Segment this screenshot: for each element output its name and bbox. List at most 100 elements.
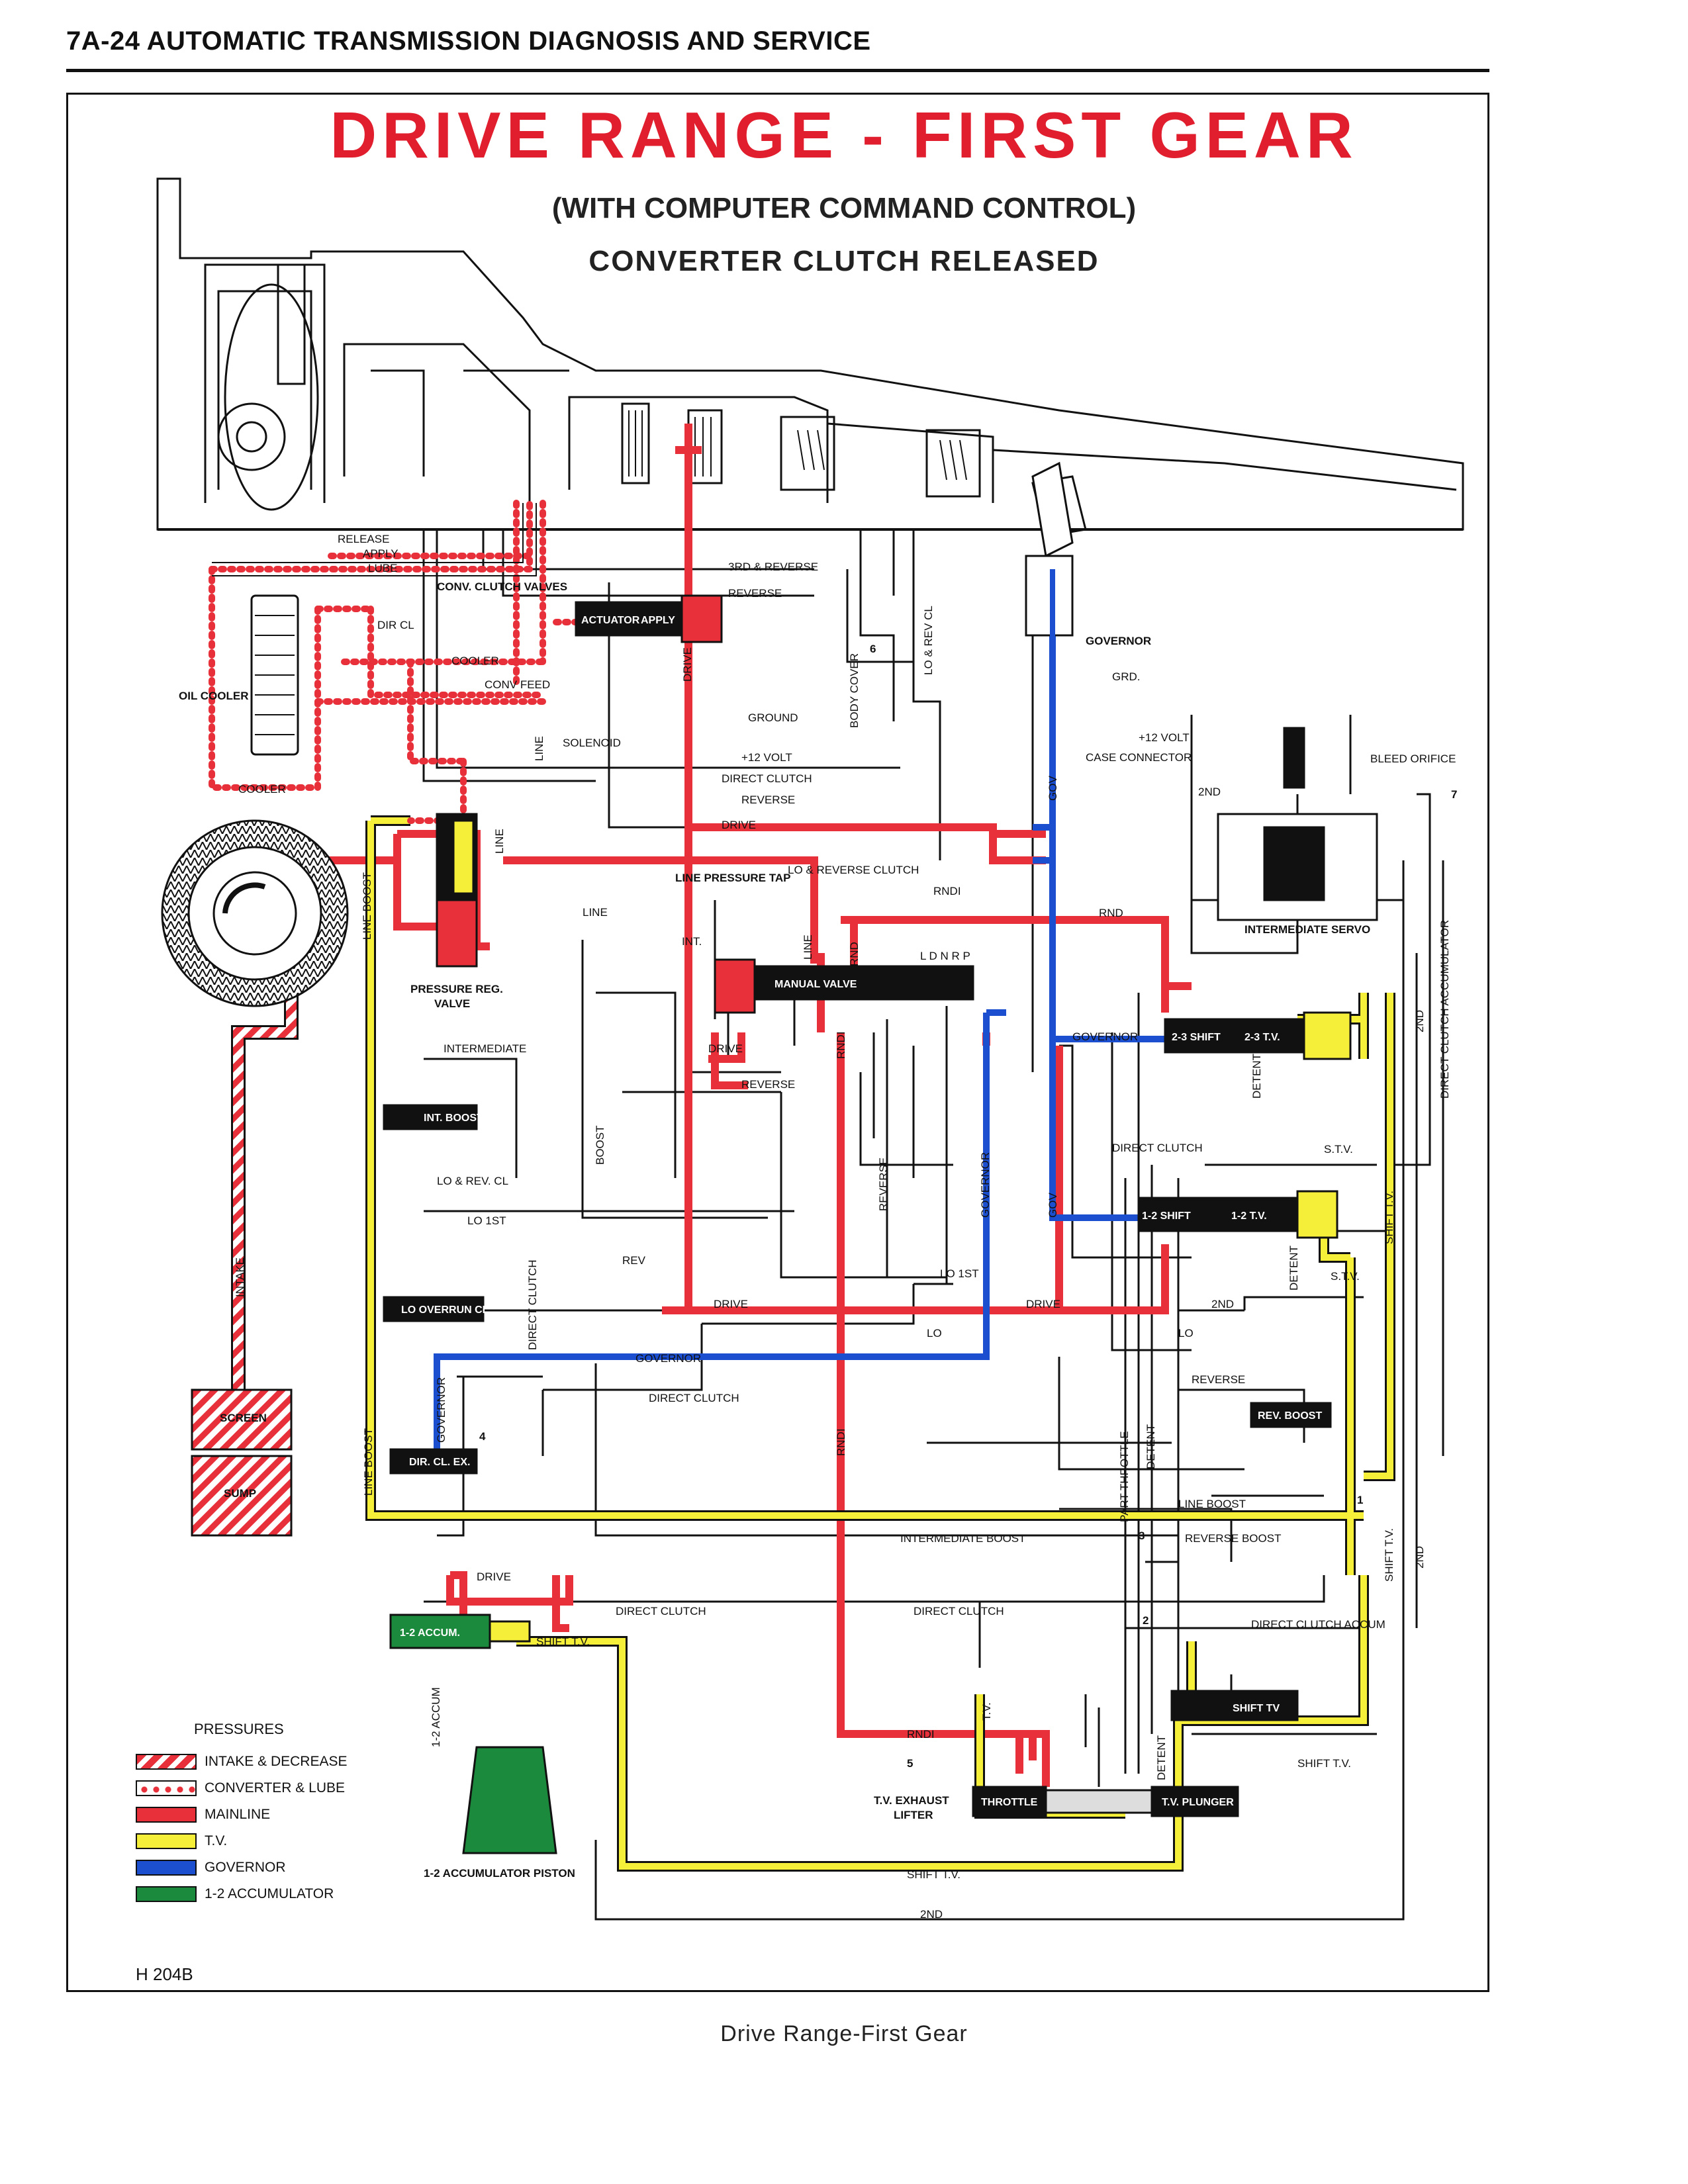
label-shift-tv-valve: SHIFT TV [1233, 1703, 1280, 1714]
legend-swatch-converter [136, 1780, 197, 1796]
label-solenoid: SOLENOID [563, 737, 621, 749]
figure-code: H 204B [136, 1964, 193, 1984]
label-2-3-tv: 2-3 T.V. [1244, 1032, 1280, 1043]
vlabel-gov: GOV [1047, 776, 1059, 801]
label-intermediate-servo: INTERMEDIATE SERVO [1244, 923, 1370, 936]
label-int: INT. [682, 935, 702, 948]
legend-label: T.V. [205, 1833, 228, 1848]
num-2: 2 [1143, 1614, 1149, 1627]
label-reverse-manual: REVERSE [741, 1078, 795, 1091]
vlabel-detent: DETENT [1145, 1424, 1157, 1469]
diagram-subtitle-2: CONVERTER CLUTCH RELEASED [588, 245, 1100, 277]
diagram-numbers: 6 7 1 3 4 2 5 [479, 643, 1457, 1770]
legend-label: CONVERTER & LUBE [205, 1780, 345, 1796]
vlabel-intake: INTAKE [234, 1257, 246, 1297]
label-reverse-top: REVERSE [728, 587, 782, 600]
vlabel-detent-2: DETENT [1250, 1054, 1263, 1099]
vlabel-2nd: 2ND [1413, 1010, 1426, 1032]
label-lifter: LIFTER [894, 1809, 933, 1821]
legend-swatch-tv [136, 1833, 197, 1849]
label-rev: REV [622, 1254, 646, 1267]
label-lo-right: LO [1178, 1327, 1194, 1340]
legend-swatch-intake [136, 1754, 197, 1770]
converter-lube-edges [212, 503, 537, 576]
legend-swatch-governor [136, 1860, 197, 1876]
vlabel-line-2: LINE [493, 829, 506, 854]
label-intermediate-boost: INTERMEDIATE BOOST [900, 1532, 1026, 1545]
label-tv-exhaust: T.V. EXHAUST [874, 1794, 949, 1807]
label-apply: APPLY [641, 615, 675, 626]
label-accumulator-piston: 1-2 ACCUMULATOR PISTON [424, 1867, 575, 1880]
label-line-boost: LINE BOOST [1178, 1498, 1246, 1510]
label-lo-rev-clutch: LO & REVERSE CLUTCH [788, 864, 919, 876]
label-drive-manual: DRIVE [708, 1042, 743, 1055]
label-lo: LO [927, 1327, 942, 1340]
diagram-labels: OIL COOLER CONV. CLUTCH VALVES ACTUATOR … [179, 533, 1456, 1921]
vlabel-drive: DRIVE [681, 647, 694, 682]
label-2nd-bottom: 2ND [920, 1908, 943, 1921]
num-6: 6 [870, 643, 876, 655]
label-shift-tv-bottom: SHIFT T.V. [907, 1868, 961, 1881]
legend-swatch-accumulator [136, 1886, 197, 1902]
legend-heading: PRESSURES [194, 1721, 284, 1737]
diagram-title: DRIVE RANGE - FIRST GEAR [330, 99, 1358, 171]
vlabel-direct-clutch: DIRECT CLUTCH [526, 1259, 539, 1350]
label-reverse-right: REVERSE [1192, 1373, 1245, 1386]
governor-passages [434, 582, 1165, 1459]
figure-caption: Drive Range-First Gear [720, 2021, 968, 2046]
label-reverse-mid: REVERSE [741, 794, 795, 806]
label-lo-1st: LO 1ST [467, 1214, 506, 1227]
label-direct-clutch-mid: DIRECT CLUTCH [649, 1392, 739, 1404]
vlabel-line-1: LINE [533, 736, 545, 761]
label-lo-rev-cl: LO & REV. CL [437, 1175, 508, 1187]
label-2nd-mid: 2ND [1211, 1298, 1234, 1310]
pressure-legend: PRESSURES INTAKE & DECREASE CONVERTER & … [136, 1721, 348, 1907]
label-plus12: +12 VOLT [741, 751, 792, 764]
label-int-boost: INT. BOOST [424, 1113, 483, 1124]
oil-cooler [250, 594, 299, 756]
label-lo1st-2: LO 1ST [940, 1267, 979, 1280]
label-12volt: +12 VOLT [1139, 731, 1190, 744]
label-conv-clutch-valves: CONV. CLUTCH VALVES [437, 580, 567, 593]
vlabel-line-boost: LINE BOOST [361, 872, 373, 940]
label-rndi-bottom: RNDI [907, 1728, 935, 1741]
converter-lube-passages [209, 500, 586, 824]
vlabel-detent-3: DETENT [1288, 1246, 1300, 1291]
label-tv-plunger: T.V. PLUNGER [1162, 1797, 1234, 1808]
label-case-connector: CASE CONNECTOR [1086, 751, 1192, 764]
label-governor-pass: GOVERNOR [635, 1352, 701, 1365]
label-line-pressure-tap: LINE PRESSURE TAP [675, 872, 790, 884]
vlabel-boost: BOOST [594, 1125, 606, 1165]
label-rndi: RNDI [933, 885, 961, 897]
label-drive-right: DRIVE [1026, 1298, 1060, 1310]
label-2nd-servo: 2ND [1198, 786, 1221, 798]
vlabel-shift-tv-2: SHIFT T.V. [1383, 1528, 1395, 1582]
label-intermediate: INTERMEDIATE [444, 1042, 526, 1055]
label-3rd-reverse: 3RD & REVERSE [728, 561, 818, 573]
label-1-2-tv: 1-2 T.V. [1231, 1210, 1267, 1222]
vlabel-rndi: RNDI [835, 1428, 847, 1456]
vlabel-governor: GOVERNOR [435, 1377, 447, 1443]
label-sump: SUMP [224, 1487, 256, 1500]
legend-swatch-mainline [136, 1807, 197, 1823]
legend-item: GOVERNOR [136, 1854, 348, 1881]
label-cooler-2: COOLER [238, 783, 286, 796]
label-dir-cl-ex: DIR. CL. EX. [409, 1457, 470, 1468]
label-apply-passage: APPLY [363, 547, 399, 560]
label-lube: LUBE [368, 562, 397, 574]
vlabel-body-cover: BODY COVER [848, 653, 861, 728]
vlabel-2nd-2: 2ND [1413, 1546, 1426, 1569]
label-direct-clutch-low: DIRECT CLUTCH [616, 1605, 706, 1617]
label-stv-1: S.T.V. [1324, 1143, 1353, 1156]
num-7: 7 [1451, 788, 1457, 801]
label-release: RELEASE [338, 533, 389, 545]
label-direct-clutch-accum: DIRECT CLUTCH ACCUM [1251, 1618, 1385, 1631]
vlabel-shift-tv: SHIFT T.V. [1383, 1191, 1395, 1244]
valve-spools [383, 594, 1378, 1854]
vlabel-dc-accumulator: DIRECT CLUTCH ACCUMULATOR [1438, 920, 1451, 1099]
label-actuator: ACTUATOR [581, 615, 640, 626]
diagram-subtitle-1: (WITH COMPUTER COMMAND CONTROL) [551, 192, 1137, 224]
num-4: 4 [479, 1430, 486, 1443]
label-rev-boost: REV. BOOST [1258, 1410, 1322, 1422]
label-direct-clutch-low2: DIRECT CLUTCH [914, 1605, 1004, 1617]
